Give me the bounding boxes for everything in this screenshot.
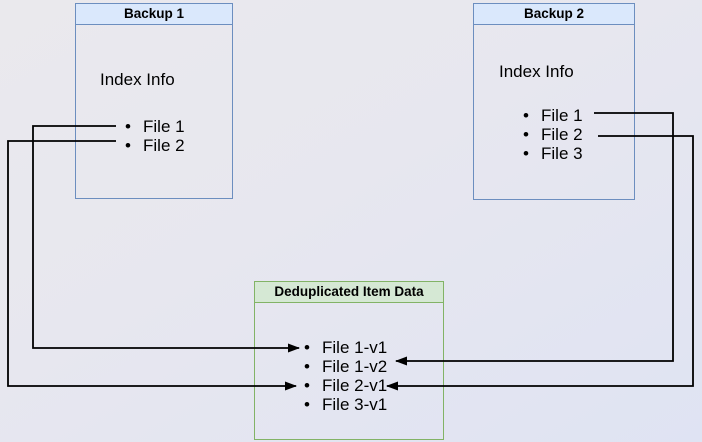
dedup-title: Deduplicated Item Data xyxy=(255,282,443,303)
backup1-index-info-label: Index Info xyxy=(100,70,175,89)
dedup-item-file3-v1: File 3-v1 xyxy=(304,395,387,414)
dedup-item-list: File 1-v1 File 1-v2 File 2-v1 File 3-v1 xyxy=(304,338,387,414)
backup1-item-file1: File 1 xyxy=(125,117,185,136)
backup1-item-file2: File 2 xyxy=(125,136,185,155)
backup2-title: Backup 2 xyxy=(474,4,634,25)
backup2-file-list: File 1 File 2 File 3 xyxy=(523,106,583,163)
backup1-file-list: File 1 File 2 xyxy=(125,117,185,155)
dedup-item-file2-v1: File 2-v1 xyxy=(304,376,387,395)
dedup-item-file1-v1: File 1-v1 xyxy=(304,338,387,357)
backup2-item-file3: File 3 xyxy=(523,144,583,163)
backup2-index-info-label: Index Info xyxy=(499,62,574,81)
dedup-item-file1-v2: File 1-v2 xyxy=(304,357,387,376)
dedup-box: Deduplicated Item Data File 1-v1 File 1-… xyxy=(254,281,444,440)
backup2-item-file2: File 2 xyxy=(523,125,583,144)
backup1-box: Backup 1 Index Info File 1 File 2 xyxy=(75,3,233,199)
backup1-title: Backup 1 xyxy=(76,4,232,25)
backup2-item-file1: File 1 xyxy=(523,106,583,125)
backup2-box: Backup 2 Index Info File 1 File 2 File 3 xyxy=(473,3,635,200)
